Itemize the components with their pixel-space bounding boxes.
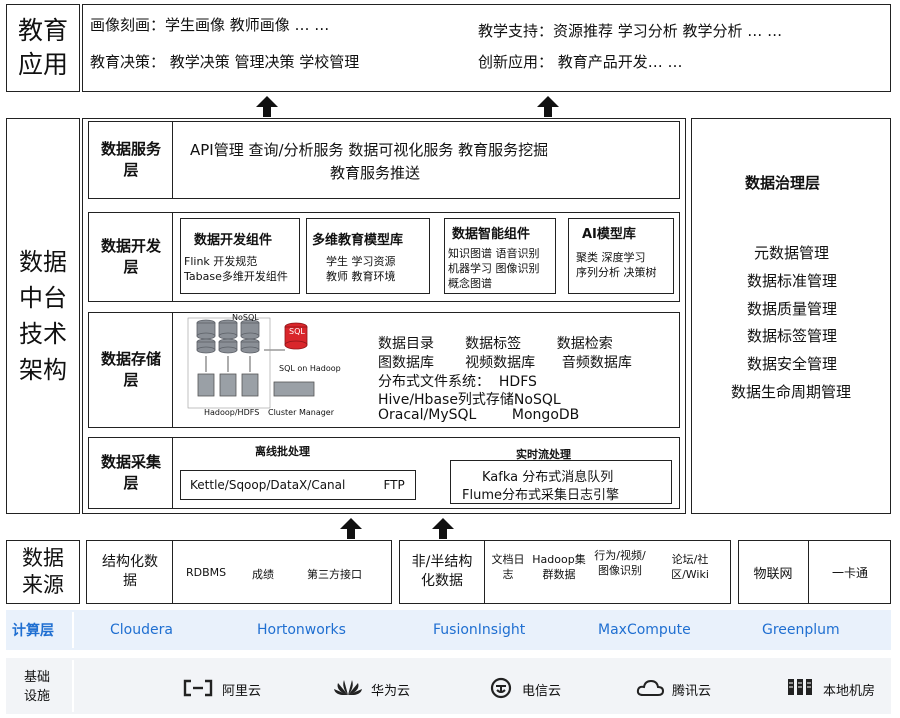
storage-line: 数据目录 数据标签 数据检索 — [378, 336, 613, 352]
compute-item: Greenplum — [762, 622, 840, 638]
nosql-label: NoSQL — [232, 313, 259, 322]
offline-batch-box — [180, 470, 416, 500]
app-layer-label: 教育应用 — [6, 4, 80, 92]
dev-component-title: 数据开发组件 — [194, 233, 273, 248]
governance-item: 数据生命周期管理 — [731, 383, 852, 401]
dev-component-title: 多维教育模型库 — [312, 233, 404, 248]
dev-component-line: Tabase多维开发组件 — [184, 270, 288, 283]
app-innovation-text: 创新应用： 教育产品开发… … — [478, 53, 683, 71]
storage-line: Hive/Hbase列式存储NoSQL — [378, 392, 561, 408]
dev-component-line: 聚类 深度学习 — [576, 251, 646, 264]
compute-item: MaxCompute — [598, 622, 691, 638]
storage-layer — [88, 312, 680, 428]
governance-item: 数据标签管理 — [747, 327, 838, 345]
dev-component-line: 教师 教育环境 — [326, 270, 396, 283]
dev-component-line: Flink 开发规范 — [184, 255, 258, 268]
dev-component-line: 序列分析 决策树 — [576, 266, 657, 279]
realtime-stream-text-2: Flume分布式采集日志引擎 — [462, 488, 619, 503]
app-portrait-text: 画像刻画：学生画像 教师画像 … … — [90, 16, 330, 34]
service-line-2: 教育服务推送 — [330, 164, 421, 182]
structured-data-box — [86, 540, 392, 604]
app-decision-text: 教育决策： 教学决策 管理决策 学校管理 — [90, 53, 360, 71]
dev-component-1 — [180, 218, 300, 294]
infra-item: 华为云 — [371, 684, 411, 699]
dev-component-3 — [444, 218, 556, 294]
semi-item: 论坛/社区/Wiki — [671, 553, 709, 581]
offline-batch-text: Kettle/Sqoop/DataX/Canal FTP — [190, 478, 405, 492]
app-support-text: 教学支持：资源推荐 学习分析 教学分析 … … — [478, 22, 783, 40]
huawei-icon — [334, 680, 362, 695]
infra-divider — [72, 660, 74, 712]
realtime-stream-box — [450, 460, 672, 504]
governance-item: 数据标准管理 — [747, 272, 838, 290]
structured-data-title: 结构化数据 — [102, 554, 158, 589]
sql-on-hadoop-label: SQL on Hadoop — [279, 364, 341, 373]
compute-layer-label: 计算层 — [12, 623, 54, 639]
middle-platform-label: 数据中台技术架构 — [6, 118, 80, 514]
infra-layer-label: 基础设施 — [23, 670, 50, 704]
iot-item: 一卡通 — [831, 565, 868, 580]
sql-label: SQL — [289, 327, 305, 336]
compute-item: Hortonworks — [257, 622, 346, 638]
infra-item: 阿里云 — [222, 684, 262, 699]
dev-component-2 — [306, 218, 430, 294]
semi-item: 文档日志 — [491, 553, 525, 581]
service-line-1: API管理 查询/分析服务 数据可视化服务 教育服务挖掘 — [190, 141, 549, 159]
governance-item: 元数据管理 — [754, 244, 830, 262]
data-source-label: 数据来源 — [6, 540, 80, 604]
semi-structured-data-box — [399, 540, 731, 604]
arrow-up-icon — [340, 518, 362, 539]
storage-line: Oracal/MySQL MongoDB — [378, 407, 580, 423]
infra-item: 电信云 — [522, 684, 562, 699]
semi-item: 行为/视频/图像识别 — [594, 549, 646, 577]
structured-item: 成绩 — [252, 568, 274, 581]
app-layer-box — [82, 4, 891, 92]
service-layer — [88, 121, 680, 199]
storage-layer-label: 数据存储层 — [100, 350, 161, 389]
dev-component-line: 概念图谱 — [448, 277, 492, 290]
governance-item: 数据安全管理 — [747, 355, 838, 373]
governance-item: 数据质量管理 — [747, 300, 838, 318]
offline-batch-title: 离线批处理 — [255, 445, 310, 458]
semi-item: Hadoop集群数据 — [532, 553, 586, 581]
iot-title: 物联网 — [753, 566, 793, 582]
cluster-manager-label: Cluster Manager — [268, 408, 335, 417]
hadoop-hdfs-label: Hadoop/HDFS — [204, 408, 260, 417]
collect-layer-label: 数据采集层 — [100, 453, 161, 492]
arrow-up-icon — [432, 518, 454, 539]
dev-component-4 — [568, 218, 674, 294]
compute-item: Cloudera — [110, 622, 173, 638]
storage-line: 图数据库 视频数据库 音频数据库 — [378, 355, 632, 371]
infra-item: 本地机房 — [823, 684, 876, 699]
dev-component-title: AI模型库 — [582, 227, 636, 242]
compute-divider — [72, 612, 74, 648]
telecom-icon — [490, 677, 512, 699]
compute-item: FusionInsight — [433, 622, 526, 638]
infra-item: 腾讯云 — [672, 684, 712, 699]
arrow-up-icon — [256, 96, 278, 117]
infra-layer — [6, 658, 891, 714]
governance-title: 数据治理层 — [745, 174, 821, 192]
tencent-cloud-icon — [636, 679, 664, 696]
dev-component-line: 知识图谱 语音识别 — [448, 247, 540, 260]
structured-item: 第三方接口 — [307, 568, 362, 581]
server-rack-icon — [788, 679, 812, 695]
dev-layer-label: 数据开发层 — [100, 237, 161, 276]
dev-component-title: 数据智能组件 — [452, 227, 531, 242]
dev-component-line: 机器学习 图像识别 — [448, 262, 540, 275]
realtime-stream-title: 实时流处理 — [516, 448, 571, 461]
realtime-stream-text-1: Kafka 分布式消息队列 — [482, 470, 614, 485]
arrow-up-icon — [537, 96, 559, 117]
iot-data-box — [738, 540, 891, 604]
semi-structured-data-title: 非/半结构化数据 — [411, 554, 473, 589]
dev-component-line: 学生 学习资源 — [326, 255, 396, 268]
service-layer-label: 数据服务层 — [100, 140, 161, 179]
aliyun-icon — [183, 679, 213, 697]
compute-layer — [6, 610, 891, 650]
storage-architecture-illustration — [187, 317, 315, 409]
governance-layer — [691, 118, 891, 514]
structured-item: RDBMS — [186, 566, 227, 579]
storage-line: 分布式文件系统： HDFS — [378, 374, 537, 390]
